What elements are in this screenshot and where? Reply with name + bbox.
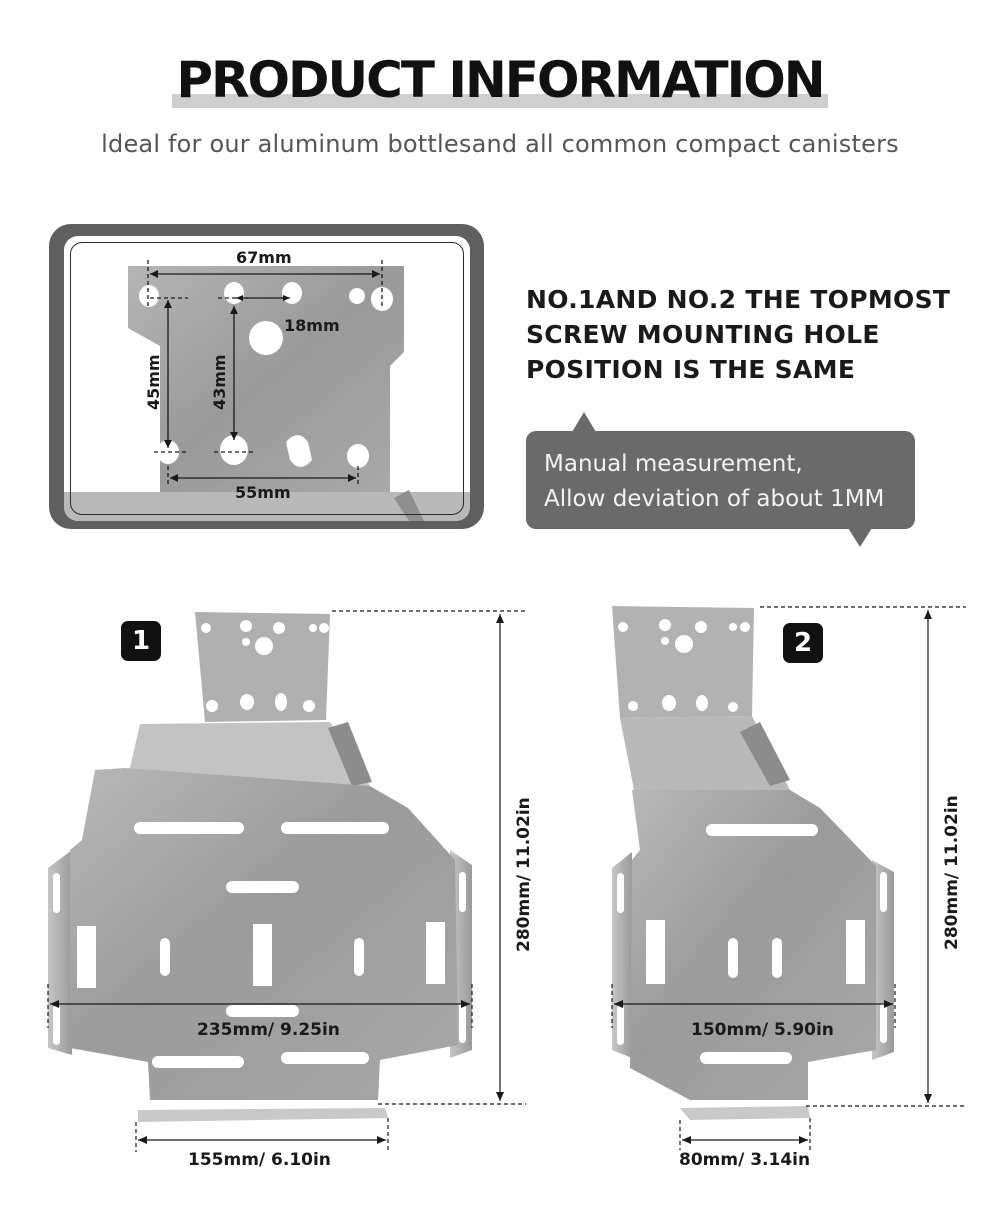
heading-line-1: NO.1AND NO.2 THE TOPMOST	[526, 285, 951, 314]
measurement-note: Manual measurement, Allow deviation of a…	[526, 431, 915, 529]
plate-1	[48, 612, 472, 1122]
closeup-holes	[139, 282, 393, 468]
title-wrap: PRODUCT INFORMATION	[0, 48, 1000, 112]
page-subtitle: ldeal for our aluminum bottlesand all co…	[101, 130, 899, 158]
closeup-inner-border	[70, 242, 464, 515]
closeup-arrowheads	[150, 270, 380, 482]
dimension-arrowheads	[50, 610, 932, 1144]
heading-line-3: POSITION IS THE SAME	[526, 355, 856, 384]
closeup-lower-plate	[64, 492, 470, 521]
dim-18mm: 18mm	[284, 316, 340, 335]
dim-55mm: 55mm	[235, 483, 291, 502]
closeup-dimension-lines	[147, 260, 383, 486]
heading-line-2: SCREW MOUNTING HOLE	[526, 320, 880, 349]
note-line-1: Manual measurement,	[544, 451, 803, 477]
plate-2-badge: 2	[783, 623, 823, 663]
note-line-2: Allow deviation of about 1MM	[544, 486, 885, 512]
page-title: PRODUCT INFORMATION	[172, 48, 828, 112]
note-text: Manual measurement, Allow deviation of a…	[544, 447, 884, 517]
plate-1-bottom-width-label: 155mm/ 6.10in	[188, 1150, 331, 1170]
dimension-lines	[47, 606, 966, 1152]
plate-2-height-label: 280mm/ 11.02in	[942, 795, 962, 950]
plate-2-width-label: 150mm/ 5.90in	[691, 1020, 834, 1040]
dim-67mm: 67mm	[236, 248, 292, 267]
closeup-top-plate	[128, 266, 404, 492]
plate-1-height-label: 280mm/ 11.02in	[514, 797, 534, 952]
plate-2-bottom-width-label: 80mm/ 3.14in	[679, 1150, 811, 1170]
page-title-text: PRODUCT INFORMATION	[176, 51, 825, 109]
plate-2	[612, 606, 894, 1120]
detail-closeup: 67mm 18mm 45mm 43mm 55mm	[64, 236, 470, 521]
plate-1-badge: 1	[121, 621, 161, 661]
mounting-heading: NO.1AND NO.2 THE TOPMOST SCREW MOUNTING …	[526, 282, 986, 387]
plate-1-width-label: 235mm/ 9.25in	[197, 1020, 340, 1040]
closeup-plate-drawing	[64, 260, 470, 521]
